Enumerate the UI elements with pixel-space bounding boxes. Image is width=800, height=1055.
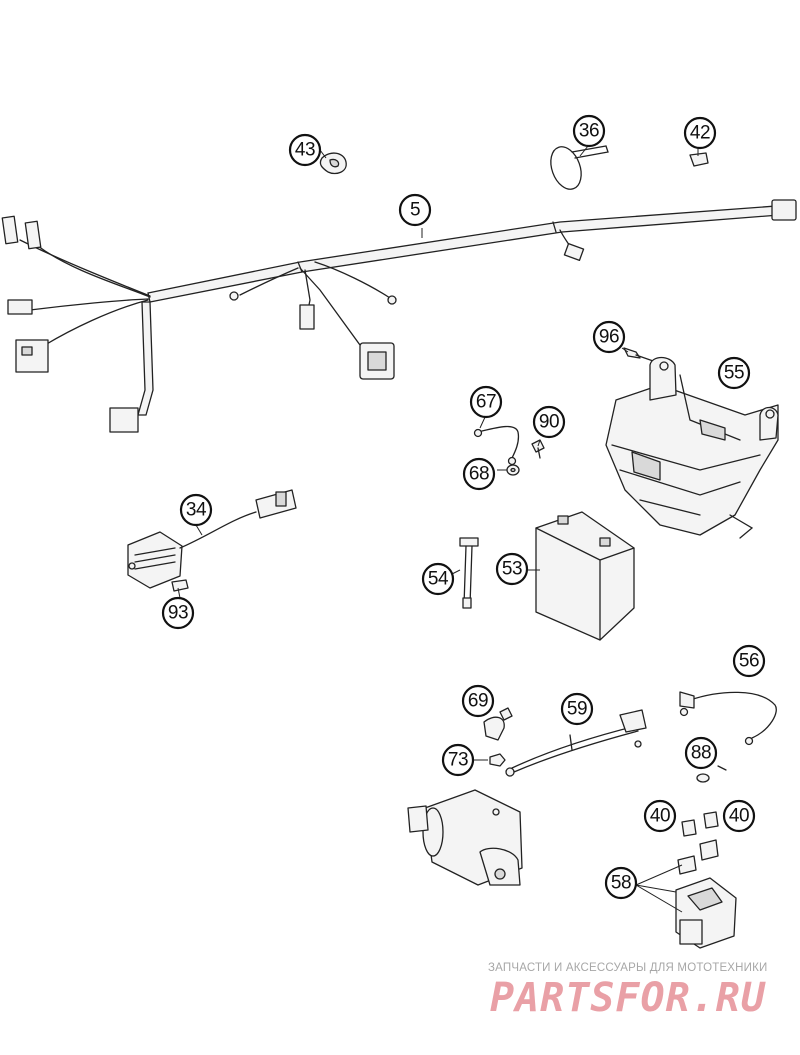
battery-box-55 xyxy=(605,356,779,539)
callout-label: 69 xyxy=(468,691,488,712)
callout-label: 88 xyxy=(691,743,711,764)
callout-label: 96 xyxy=(599,327,619,348)
callout-label: 59 xyxy=(567,699,587,720)
callout-59: 59 xyxy=(560,692,594,726)
callout-68: 68 xyxy=(462,457,496,491)
callout-label: 68 xyxy=(469,464,489,485)
callout-36: 36 xyxy=(572,114,606,148)
battery-53 xyxy=(535,511,635,641)
terminal-cap-69 xyxy=(483,707,513,741)
screw-90 xyxy=(531,439,545,459)
callout-55: 55 xyxy=(717,356,751,390)
bolt-96 xyxy=(623,347,657,363)
washer-68 xyxy=(506,464,520,476)
callout-34: 34 xyxy=(179,493,213,527)
callout-label: 36 xyxy=(579,121,599,142)
callout-label: 34 xyxy=(186,500,207,521)
callout-58: 58 xyxy=(604,866,638,900)
callout-label: 54 xyxy=(428,569,449,590)
callout-40-right: 40 xyxy=(722,799,756,833)
callout-93: 93 xyxy=(161,596,195,630)
callout-label: 56 xyxy=(739,651,759,672)
callout-label: 90 xyxy=(539,412,559,433)
callout-label: 55 xyxy=(724,363,744,384)
callout-69: 69 xyxy=(461,684,495,718)
starter-relay-58 xyxy=(675,839,737,949)
callout-label: 53 xyxy=(502,559,522,580)
starter-cable-59 xyxy=(505,709,647,777)
callout-label: 43 xyxy=(295,140,315,161)
callout-5: 5 xyxy=(398,193,432,227)
callout-96: 96 xyxy=(592,320,626,354)
screw-88 xyxy=(696,765,727,783)
clip-42 xyxy=(689,152,709,167)
callout-67: 67 xyxy=(469,385,503,419)
callout-43: 43 xyxy=(288,133,322,167)
callout-73: 73 xyxy=(441,743,475,777)
callout-label: 73 xyxy=(448,750,468,771)
callout-label: 42 xyxy=(690,123,710,144)
watermark-tagline: ЗАПЧАСТИ И АКСЕССУАРЫ ДЛЯ МОТОТЕХНИКИ xyxy=(488,962,768,974)
callout-label: 67 xyxy=(476,392,496,413)
callout-54: 54 xyxy=(421,562,455,596)
callout-label: 5 xyxy=(410,200,420,221)
cable-clip-43 xyxy=(319,152,347,175)
callout-56: 56 xyxy=(732,644,766,678)
callout-40-left: 40 xyxy=(643,799,677,833)
nut-73 xyxy=(489,753,506,767)
callout-label: 58 xyxy=(611,873,631,894)
callout-53: 53 xyxy=(495,552,529,586)
bolt-93 xyxy=(171,579,189,592)
voltage-regulator-34 xyxy=(127,489,297,589)
cable-tie-36 xyxy=(550,145,609,190)
callout-label: 40 xyxy=(650,806,670,827)
watermark-logo: PARTSFOR.RU xyxy=(490,975,766,1021)
fuse-40 xyxy=(681,811,719,837)
starter-motor xyxy=(407,789,523,886)
callout-42: 42 xyxy=(683,116,717,150)
callout-label: 93 xyxy=(168,603,188,624)
wiring-harness xyxy=(1,199,797,433)
leader-lines xyxy=(177,145,699,913)
battery-cable-56 xyxy=(679,691,777,746)
callout-label: 40 xyxy=(729,806,749,827)
callout-88: 88 xyxy=(684,736,718,770)
battery-strap-54 xyxy=(459,537,479,609)
callout-90: 90 xyxy=(532,405,566,439)
